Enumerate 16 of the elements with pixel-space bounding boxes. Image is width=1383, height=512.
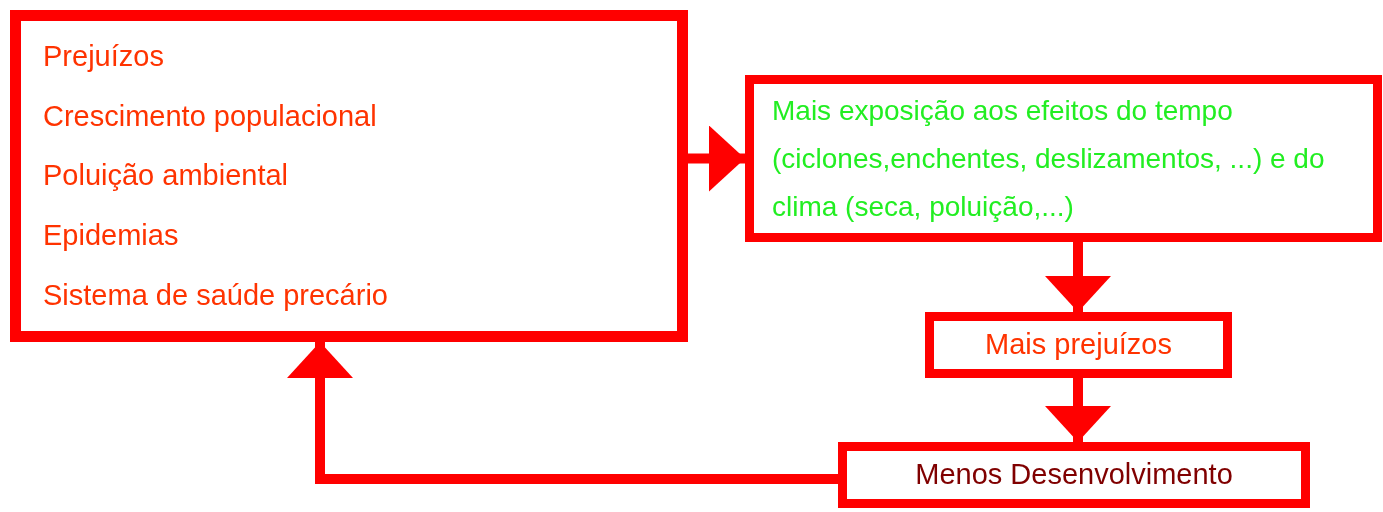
box-text: Poluição ambiental <box>43 158 290 194</box>
box-text: Mais prejuízos <box>985 327 1172 363</box>
box-text: Menos Desenvolvimento <box>915 457 1233 493</box>
text-box <box>925 312 1232 378</box>
box-text: Mais exposição aos efeitos do tempo (ciclones,enchentes, deslizamentos, ...) e do clima (seca, poluição,...) <box>772 93 1326 224</box>
arrow <box>287 342 838 484</box>
text-box <box>745 75 1382 242</box>
box-text: Crescimento populacional <box>43 98 378 134</box>
box-text: Sistema de saúde precário <box>43 277 389 313</box>
text-box <box>10 10 688 342</box>
arrow <box>1045 378 1111 442</box>
text-box <box>838 442 1310 508</box>
box-text: Prejuízos <box>43 39 165 74</box>
arrow <box>1045 242 1111 312</box>
arrow <box>688 125 745 192</box>
box-text: Epidemias <box>43 217 180 253</box>
